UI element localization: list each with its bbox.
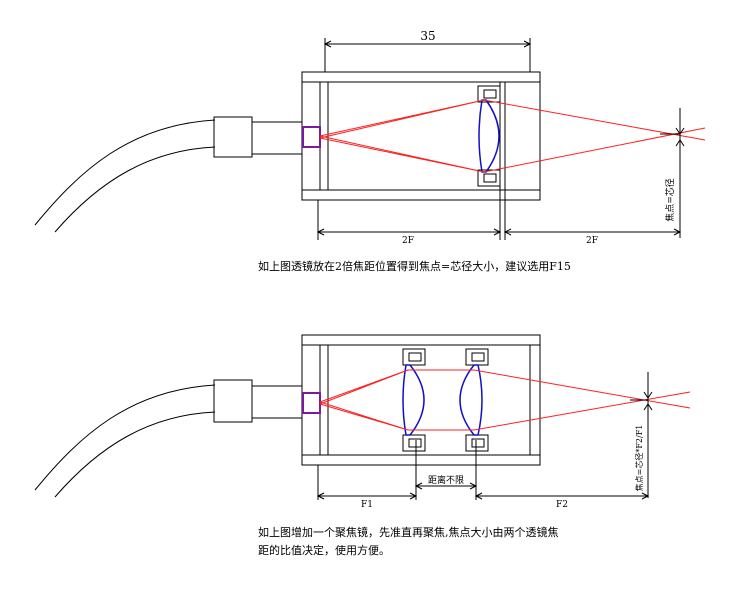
connector-ferrule [251,121,303,155]
light-rays-2 [319,369,691,431]
focus-label-1: 焦点=芯径 [664,178,676,222]
fiber-cable-inner-2 [54,411,216,498]
focus-label-2: 焦点=芯径*F2/F1 [634,425,644,492]
lens-holder-top [477,85,501,103]
focus-lens [478,99,500,173]
connector-ferrule-2 [251,385,303,419]
lens-holder-bottom [477,169,501,187]
fiber-cable-inner [54,146,216,233]
collimating-lens [402,364,425,436]
dimension-2f-right: 2F [586,236,598,246]
diagram-two-lens [34,334,691,500]
light-rays [319,99,706,173]
collimator-holder-bottom [402,434,426,452]
dimension-35: 35 [420,29,435,43]
dimension-f1: F1 [361,500,373,510]
caption-diagram-2-line-1: 如上图增加一个聚焦镜，先准直再聚焦,焦点大小由两个透镜焦 [258,526,559,539]
dimension-f2: F2 [556,500,568,510]
focuser-holder-top [465,348,489,366]
collimator-holder-top [402,348,426,366]
fiber-cable-outer [34,119,216,226]
lens-housing-outer [301,71,541,201]
dimension-2f-left: 2F [402,236,414,246]
diagram-single-lens [34,38,706,240]
dimension-gap: 距离不限 [428,474,464,486]
fiber-tip [302,126,321,148]
lens-housing-inner [319,81,501,191]
fiber-connector [213,116,253,158]
fiber-connector-2 [213,379,253,423]
caption-diagram-1: 如上图透镜放在2倍焦距位置得到焦点=芯径大小，建议选用F15 [258,260,571,273]
focuser-holder-bottom [465,434,489,452]
caption-diagram-2-line-2: 距的比值决定，使用方便。 [258,544,390,557]
focusing-lens [459,364,483,436]
fiber-cable-outer-2 [34,384,216,491]
fiber-tip-2 [302,392,321,414]
